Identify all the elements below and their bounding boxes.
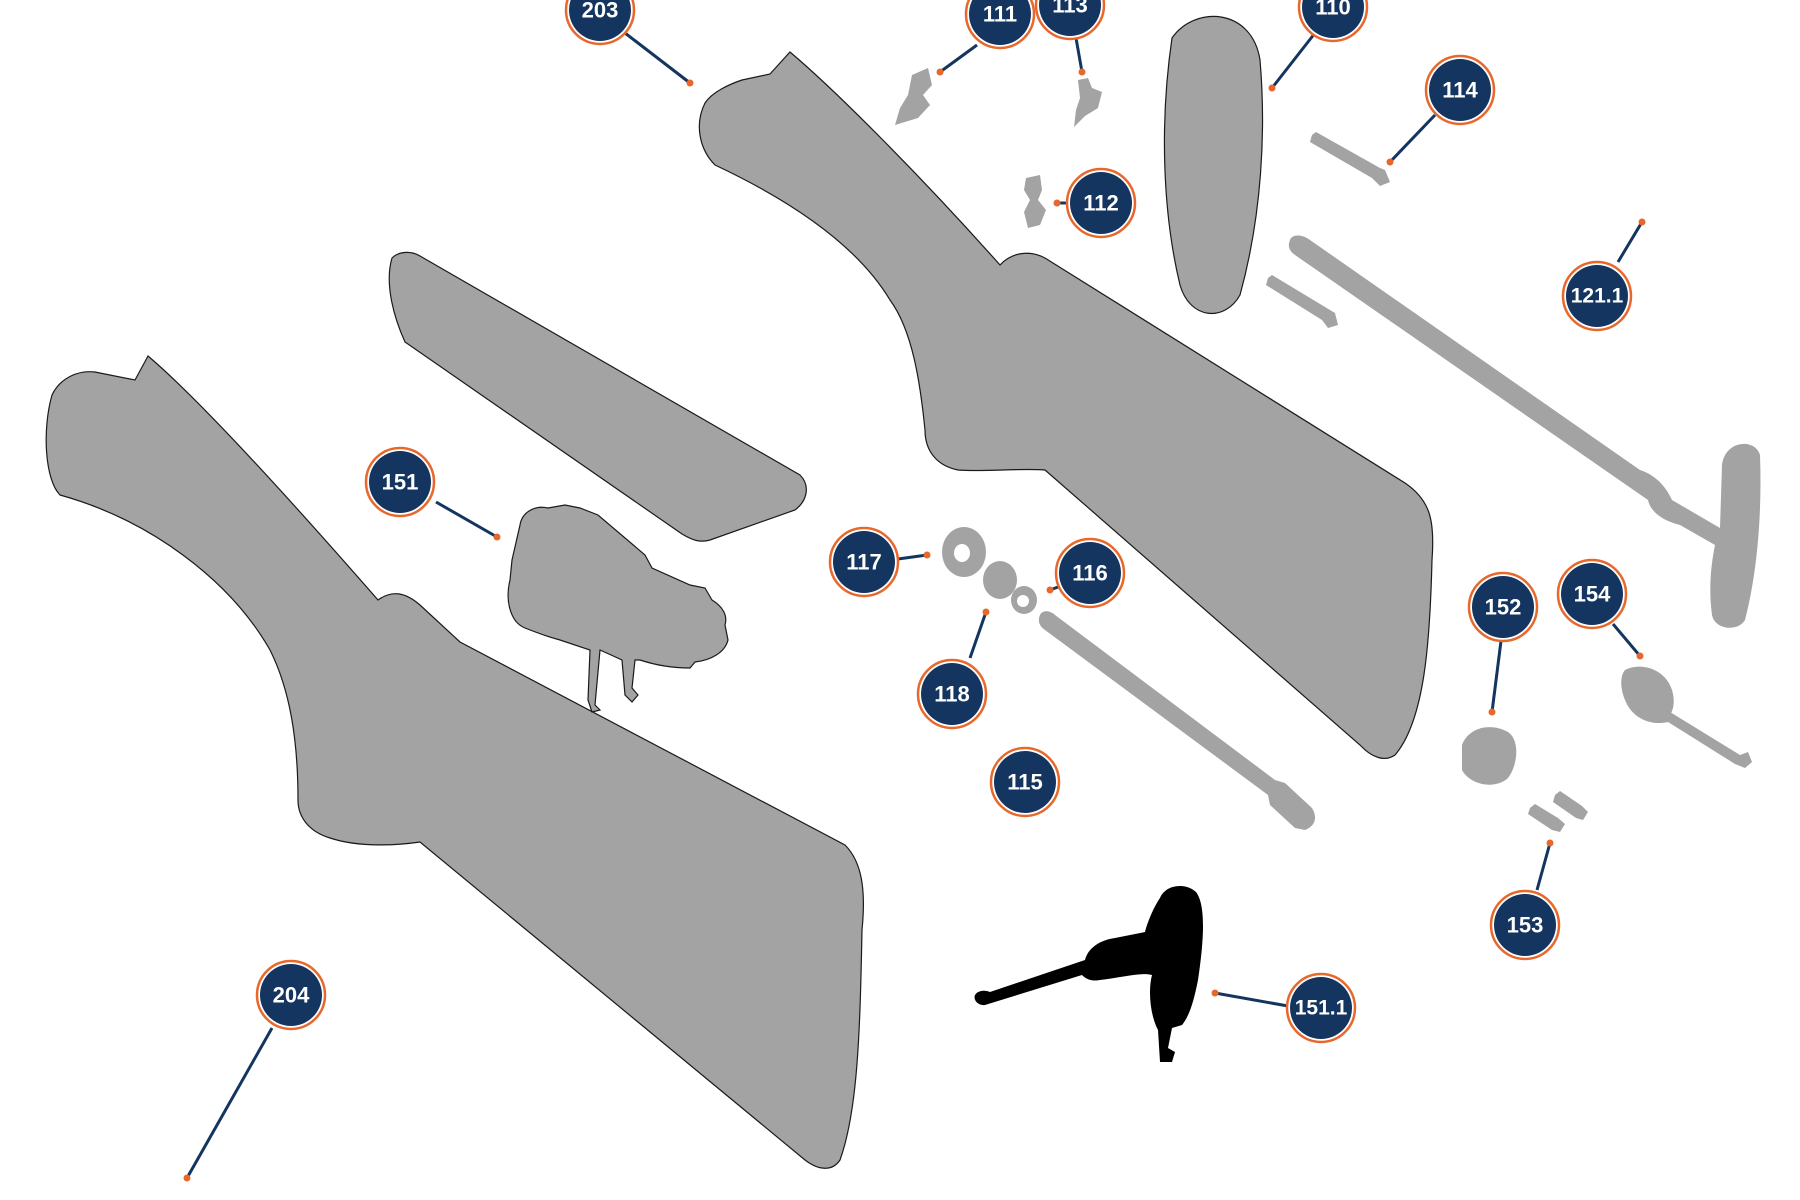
- callout-112[interactable]: 112: [1065, 167, 1137, 239]
- anchor-152: [1488, 708, 1496, 716]
- leader-151-1: [1214, 991, 1289, 1008]
- cheek-piece: [388, 251, 807, 542]
- callout-115[interactable]: 115: [989, 746, 1061, 818]
- washer-117-hole: [954, 544, 970, 562]
- leader-204: [185, 1027, 274, 1179]
- leader-118: [968, 611, 988, 659]
- callout-label-116: 116: [1072, 561, 1108, 586]
- callout-label-113: 113: [1052, 0, 1088, 18]
- callout-113[interactable]: 113: [1034, 0, 1106, 41]
- leader-154: [1611, 623, 1642, 657]
- callout-117[interactable]: 117: [828, 526, 900, 598]
- callout-label-118: 118: [934, 682, 970, 707]
- anchor-112: [1053, 199, 1061, 207]
- callout-204[interactable]: 204: [255, 959, 327, 1031]
- leader-113: [1074, 37, 1084, 73]
- callout-151[interactable]: 151: [364, 446, 436, 518]
- callout-label-114: 114: [1442, 78, 1478, 103]
- leader-121-1: [1616, 221, 1644, 263]
- anchor-117: [923, 551, 931, 559]
- anchor-dots: [183, 68, 1646, 1182]
- callout-114[interactable]: 114: [1424, 54, 1496, 126]
- anchor-118: [982, 608, 990, 616]
- recoil-pad: [1163, 15, 1264, 315]
- stock-through-bolt: [1038, 611, 1316, 830]
- recoil-pad-screw-lower: [1266, 275, 1338, 328]
- leader-117: [897, 553, 928, 561]
- anchor-153: [1546, 839, 1554, 847]
- anchor-116: [1046, 586, 1054, 594]
- callout-152[interactable]: 152: [1467, 571, 1539, 643]
- callout-110[interactable]: 110: [1297, 0, 1369, 43]
- callout-label-151-1: 151.1: [1295, 997, 1348, 1020]
- leader-114: [1388, 113, 1437, 164]
- stock-bolt-tool: [1288, 235, 1761, 628]
- leader-152: [1490, 640, 1503, 713]
- anchor-151-1: [1211, 989, 1219, 997]
- callout-116[interactable]: 116: [1054, 537, 1126, 609]
- callout-label-153: 153: [1507, 913, 1544, 938]
- callout-118[interactable]: 118: [916, 658, 988, 730]
- sling-swivel-111: [895, 68, 932, 125]
- anchor-203: [686, 79, 694, 87]
- anchor-204: [183, 1174, 191, 1182]
- callout-153[interactable]: 153: [1489, 889, 1561, 961]
- callout-label-117: 117: [846, 550, 882, 575]
- anchor-154: [1636, 652, 1644, 660]
- washer-118: [983, 561, 1017, 599]
- callout-154[interactable]: 154: [1556, 558, 1628, 630]
- anchor-151: [493, 533, 501, 541]
- callout-label-112: 112: [1083, 191, 1119, 216]
- leader-lines: [185, 31, 1644, 1179]
- sling-swivel-154: [1621, 666, 1752, 768]
- anchor-121-1: [1638, 218, 1646, 226]
- grip-cap-screw-a: [1528, 804, 1565, 832]
- upper-stock: [698, 51, 1434, 759]
- callout-label-152: 152: [1485, 595, 1522, 620]
- callout-label-203: 203: [582, 0, 619, 23]
- anchor-113: [1078, 68, 1086, 76]
- leader-203: [624, 31, 691, 85]
- washer-116-hole: [1017, 595, 1029, 607]
- callout-label-111: 111: [983, 2, 1017, 27]
- callout-121-1[interactable]: 121.1: [1561, 260, 1633, 332]
- trigger-group: [507, 504, 729, 713]
- leader-110: [1270, 32, 1317, 89]
- leader-153: [1535, 842, 1552, 891]
- sling-stud-112: [1024, 175, 1046, 228]
- callout-label-121-1: 121.1: [1571, 285, 1624, 308]
- recoil-pad-screw-upper: [1310, 132, 1390, 186]
- callout-203[interactable]: 203: [564, 0, 636, 46]
- callout-111[interactable]: 111: [964, 0, 1036, 50]
- callout-label-154: 154: [1574, 582, 1611, 607]
- sling-swivel-113: [1074, 78, 1102, 127]
- leader-151: [435, 500, 498, 539]
- callout-label-110: 110: [1315, 0, 1351, 20]
- leader-111: [939, 43, 978, 74]
- callout-151-1[interactable]: 151.1: [1285, 972, 1357, 1044]
- callout-label-204: 204: [273, 983, 310, 1008]
- callout-label-151: 151: [382, 470, 419, 495]
- lower-stock: [45, 355, 864, 1169]
- callout-label-115: 115: [1007, 770, 1043, 795]
- grip-cap-screw-b: [1553, 791, 1588, 820]
- allen-key: [974, 886, 1203, 1062]
- anchor-114: [1386, 158, 1394, 166]
- anchor-111: [936, 68, 944, 76]
- grip-cap-152: [1462, 727, 1517, 785]
- anchor-110: [1268, 84, 1276, 92]
